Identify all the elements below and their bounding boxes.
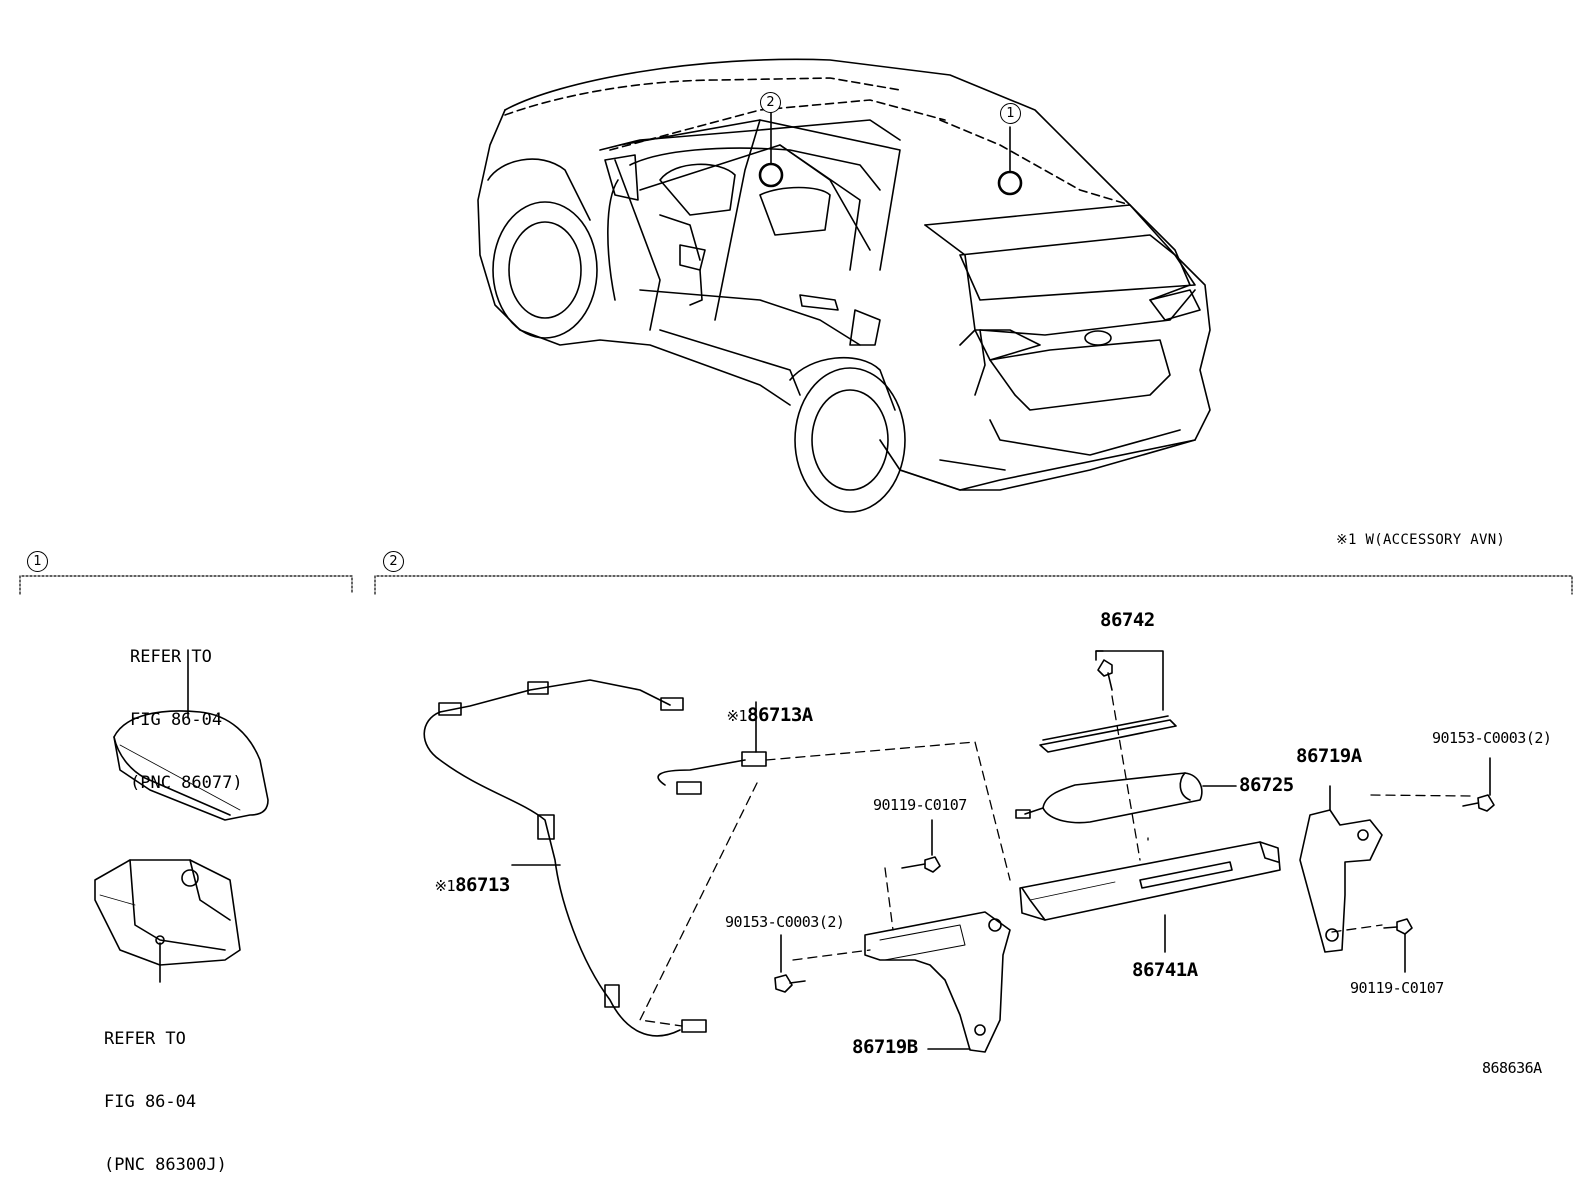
refer-upper-line1: REFER TO	[130, 647, 212, 667]
screw-90119-lower	[1383, 918, 1413, 973]
part-label-86713A-group: ※186713A	[706, 684, 813, 727]
part-label-86742: 86742	[1100, 609, 1155, 631]
refer-lower-label: REFER TO FIG 86-04 (PNC 86300J)	[104, 987, 227, 1197]
section-1-bracket	[19, 575, 353, 595]
cable-86713	[423, 679, 707, 1037]
part-label-86719B: 86719B	[852, 1036, 918, 1058]
part-label-86741A: 86741A	[1132, 959, 1198, 981]
section-1-marker: 1	[27, 551, 48, 572]
refer-lower-line3: (PNC 86300J)	[104, 1155, 227, 1175]
part-label-86713-group: ※186713	[414, 854, 510, 897]
refer-upper-line3: (PNC 86077)	[130, 773, 243, 793]
part-label-90153-left: 90153-C0003(2)	[725, 913, 845, 931]
part-label-86713A-mark: ※1	[726, 707, 748, 725]
part-label-86713A: 86713A	[747, 704, 813, 726]
part-label-86719A: 86719A	[1296, 745, 1362, 767]
part-label-86725: 86725	[1239, 774, 1294, 796]
bracket-86719A	[1299, 785, 1383, 953]
bracket-86719B	[864, 911, 1011, 1053]
accessory-note: ※1 W(ACCESSORY AVN)	[1336, 532, 1506, 548]
refer-lower-line1: REFER TO	[104, 1029, 186, 1049]
module-86725	[1015, 772, 1237, 824]
bolt-90153-left	[774, 934, 806, 993]
part-label-90119-lower: 90119-C0107	[1350, 979, 1444, 997]
part-label-90153-right: 90153-C0003(2)	[1432, 729, 1552, 747]
parts-diagram-drawing	[19, 58, 1573, 1053]
part-label-86713: 86713	[455, 874, 510, 896]
vehicle-illustration	[477, 58, 1211, 513]
unit-86741A	[1019, 841, 1281, 953]
section-2-marker: 2	[383, 551, 404, 572]
screw-90119-upper	[901, 819, 941, 873]
connection-dashed-lines	[639, 695, 1471, 1027]
section-2-bracket	[374, 575, 1573, 595]
refer-lower-line2: FIG 86-04	[104, 1092, 197, 1112]
vehicle-callout-1: 1	[1000, 103, 1021, 124]
bolt-90153-right	[1462, 757, 1495, 812]
figure-code: 868636A	[1482, 1059, 1542, 1077]
refer-upper-line2: FIG 86-04	[130, 710, 223, 730]
cable-86713A	[657, 701, 767, 795]
vehicle-callout-2: 2	[760, 92, 781, 113]
refer-upper-label: REFER TO FIG 86-04 (PNC 86077)	[130, 605, 243, 815]
shark-fin-antenna	[113, 649, 269, 821]
antenna-amplifier-base	[94, 859, 241, 983]
screw-86742	[1097, 659, 1113, 691]
part-label-86713-mark: ※1	[434, 877, 456, 895]
part-label-90119-upper: 90119-C0107	[873, 796, 967, 814]
cover-86742	[1039, 650, 1177, 753]
